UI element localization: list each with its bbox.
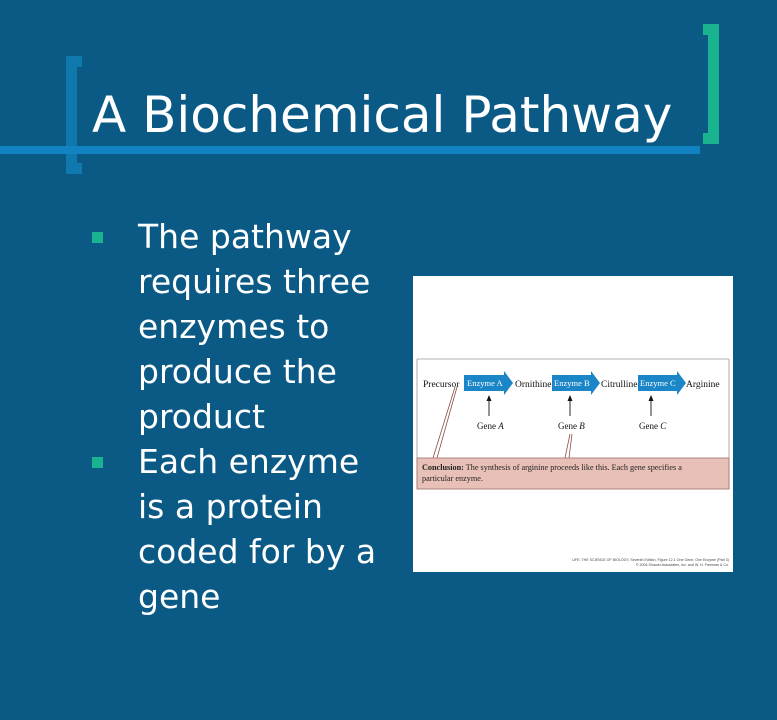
precursor-label: Precursor — [423, 380, 460, 390]
gene-b-arrowhead — [567, 395, 573, 401]
left-bracket-decoration — [66, 56, 82, 174]
callout-line-right — [564, 433, 571, 459]
citrulline-label: Citrulline — [601, 380, 637, 390]
slide-title: A Biochemical Pathway — [92, 86, 673, 144]
gene-a-arrowhead — [486, 395, 492, 401]
enzyme-c-arrow — [638, 371, 686, 395]
bullet-list: The pathway requires three enzymes to pr… — [92, 214, 392, 619]
bullet-text: The pathway requires three enzymes to pr… — [138, 217, 371, 436]
bullet-item: The pathway requires three enzymes to pr… — [92, 214, 392, 439]
square-bullet-icon — [92, 457, 103, 468]
gene-c-label: Gene C — [639, 421, 667, 431]
conclusion-box — [416, 457, 730, 490]
credit-line-1: LIFE: THE SCIENCE OF BIOLOGY, Seventh Ed… — [571, 558, 729, 562]
enzyme-a-arrow — [464, 371, 513, 395]
credit-line-2: © 2004 Sinauer Associates, Inc. and W. H… — [635, 563, 729, 567]
ornithine-label: Ornithine — [515, 380, 551, 390]
gene-a-label: Gene A — [477, 421, 504, 431]
gene-b-label: Gene B — [558, 421, 585, 431]
right-bracket-decoration — [703, 24, 719, 144]
pathway-diagram: Precursor Ornithine Citrulline Arginine … — [416, 358, 730, 490]
callout-line-left — [432, 386, 456, 459]
conclusion-line-1: Conclusion: The synthesis of arginine pr… — [422, 463, 682, 472]
gene-c-arrowhead — [648, 395, 654, 401]
enzyme-a-label: Enzyme A — [467, 378, 504, 388]
title-underline-bar — [0, 146, 700, 154]
bullet-text: Each enzyme is a protein coded for by a … — [138, 442, 377, 616]
square-bullet-icon — [92, 232, 103, 243]
enzyme-c-label: Enzyme C — [640, 378, 676, 388]
enzyme-b-arrow — [552, 371, 600, 395]
callout-line-left-2 — [436, 386, 458, 459]
figure-credit: LIFE: THE SCIENCE OF BIOLOGY, Seventh Ed… — [572, 558, 729, 568]
pathway-figure: Precursor Ornithine Citrulline Arginine … — [413, 276, 733, 572]
bullet-item: Each enzyme is a protein coded for by a … — [92, 439, 392, 619]
arginine-label: Arginine — [686, 380, 720, 390]
enzyme-b-label: Enzyme B — [554, 378, 590, 388]
callout-line-right-2 — [568, 433, 573, 459]
conclusion-line-2: particular enzyme. — [422, 474, 483, 483]
